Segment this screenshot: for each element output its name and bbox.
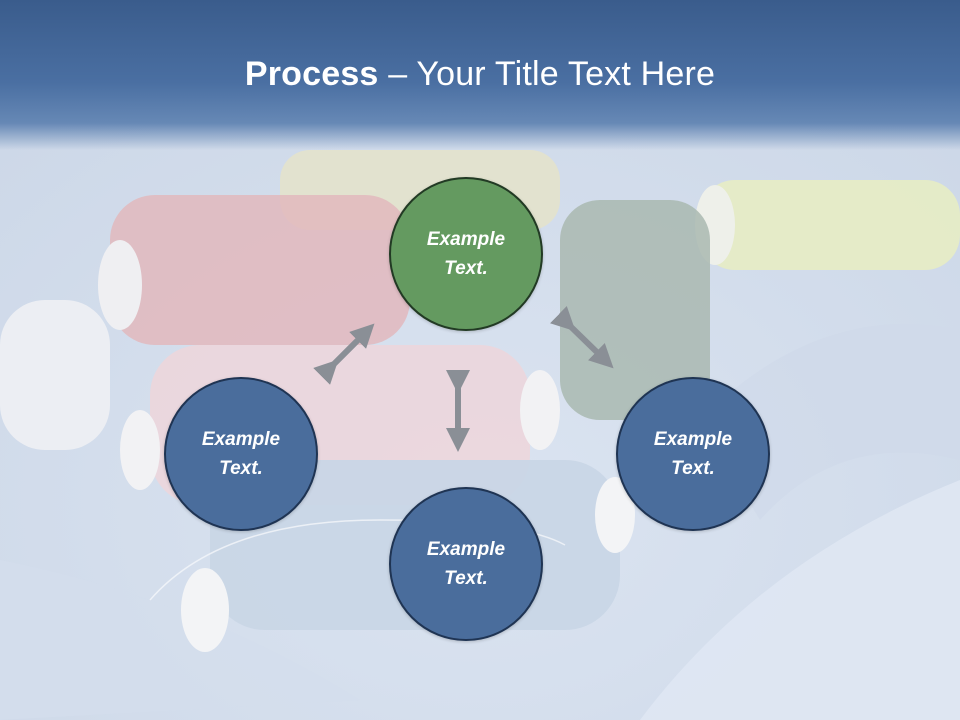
process-node-right[interactable]: Example Text. [616,377,770,531]
title-bold: Process [244,55,379,93]
node-label: Example Text. [201,429,281,479]
process-node-top[interactable]: Example Text. [389,177,543,331]
double-arrow-top-right [550,306,614,369]
process-node-left[interactable]: Example Text. [164,377,318,531]
slide-title: Process – Your Title Text Here [0,50,960,98]
node-label: Example Text. [426,539,506,589]
node-label: Example Text. [426,229,506,279]
process-node-bottom[interactable]: Example Text. [389,487,543,641]
node-label: Example Text. [653,429,733,479]
double-arrow-top-left [313,323,375,385]
title-bar [0,0,960,150]
title-rest: – Your Title Text Here [378,55,716,93]
